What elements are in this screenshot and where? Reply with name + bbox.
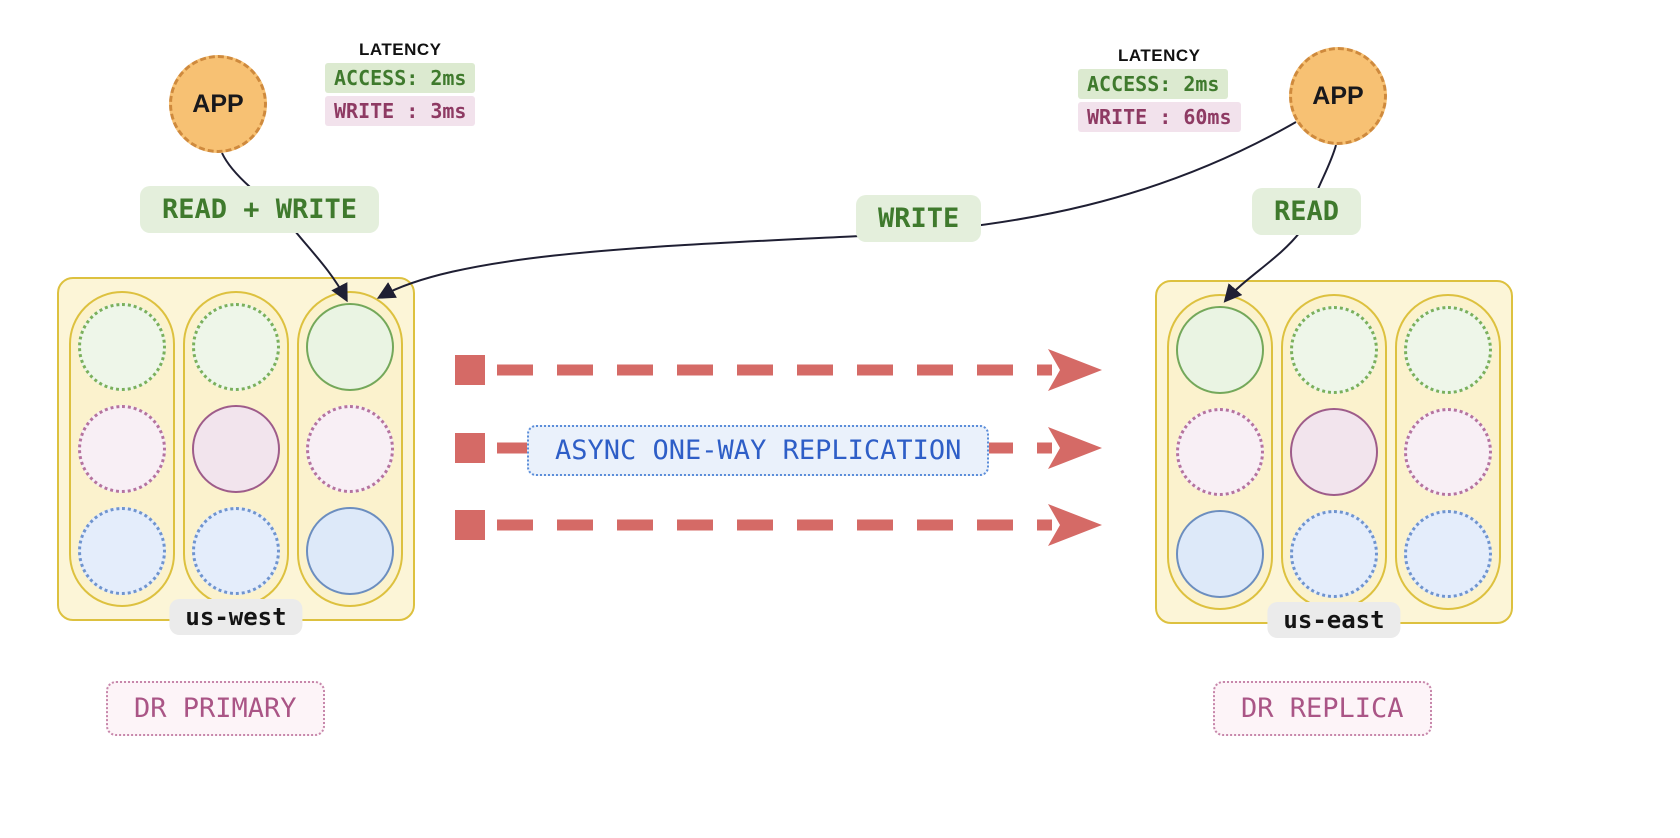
left-latency-access: ACCESS: 2ms <box>325 63 476 93</box>
right-app-label: APP <box>1312 81 1364 110</box>
us-west-region-badge: us-west <box>169 599 303 635</box>
purple-solid-node <box>1290 408 1378 496</box>
right-latency-panel: LATENCY ACCESS: 2ms WRITE : 60ms <box>1078 46 1241 132</box>
node-column <box>297 291 403 607</box>
green-dotted-node <box>1404 306 1492 394</box>
green-dotted-node <box>78 303 166 391</box>
right-latency-access: ACCESS: 2ms <box>1078 69 1229 99</box>
node-column <box>69 291 175 607</box>
purple-dotted-node <box>78 405 166 493</box>
left-app-label: APP <box>192 89 244 118</box>
left-latency-title: LATENCY <box>358 40 442 59</box>
left-latency-panel: LATENCY ACCESS: 2ms WRITE : 3ms <box>325 40 476 126</box>
left-latency-write: WRITE : 3ms <box>325 96 476 126</box>
replication-arrow-top <box>455 349 1102 391</box>
node-column <box>1281 294 1387 610</box>
green-solid-node <box>306 303 394 391</box>
left-app-to-readwrite-line <box>221 152 251 188</box>
right-app-write-to-primary-arrow <box>376 121 1297 299</box>
left-app-node: APP <box>169 55 267 153</box>
green-dotted-node <box>192 303 280 391</box>
node-column <box>183 291 289 607</box>
read-badge: READ <box>1252 188 1362 235</box>
blue-dotted-node <box>78 507 166 595</box>
blue-solid-node <box>1176 510 1264 598</box>
blue-dotted-node <box>1404 510 1492 598</box>
blue-dotted-node <box>1290 510 1378 598</box>
purple-dotted-node <box>306 405 394 493</box>
replication-arrow-bottom <box>455 504 1102 546</box>
right-app-node: APP <box>1289 47 1387 145</box>
blue-dotted-node <box>192 507 280 595</box>
node-column <box>1395 294 1501 610</box>
node-column <box>1167 294 1273 610</box>
us-east-region-badge: us-east <box>1267 602 1401 638</box>
dr-replica-label: DR REPLICA <box>1213 681 1432 736</box>
green-solid-node <box>1176 306 1264 394</box>
right-latency-title: LATENCY <box>1117 46 1201 65</box>
write-badge: WRITE <box>856 195 982 242</box>
purple-solid-node <box>192 405 280 493</box>
cluster-us-east: us-east <box>1155 280 1513 638</box>
right-app-to-read-line <box>1317 144 1337 190</box>
right-latency-write: WRITE : 60ms <box>1078 102 1241 132</box>
blue-solid-node <box>306 507 394 595</box>
green-dotted-node <box>1290 306 1378 394</box>
purple-dotted-node <box>1176 408 1264 496</box>
dr-primary-label: DR PRIMARY <box>106 681 325 736</box>
cluster-us-west: us-west <box>57 277 415 635</box>
async-replication-label: ASYNC ONE-WAY REPLICATION <box>527 425 990 476</box>
read-write-badge: READ + WRITE <box>140 186 380 233</box>
purple-dotted-node <box>1404 408 1492 496</box>
